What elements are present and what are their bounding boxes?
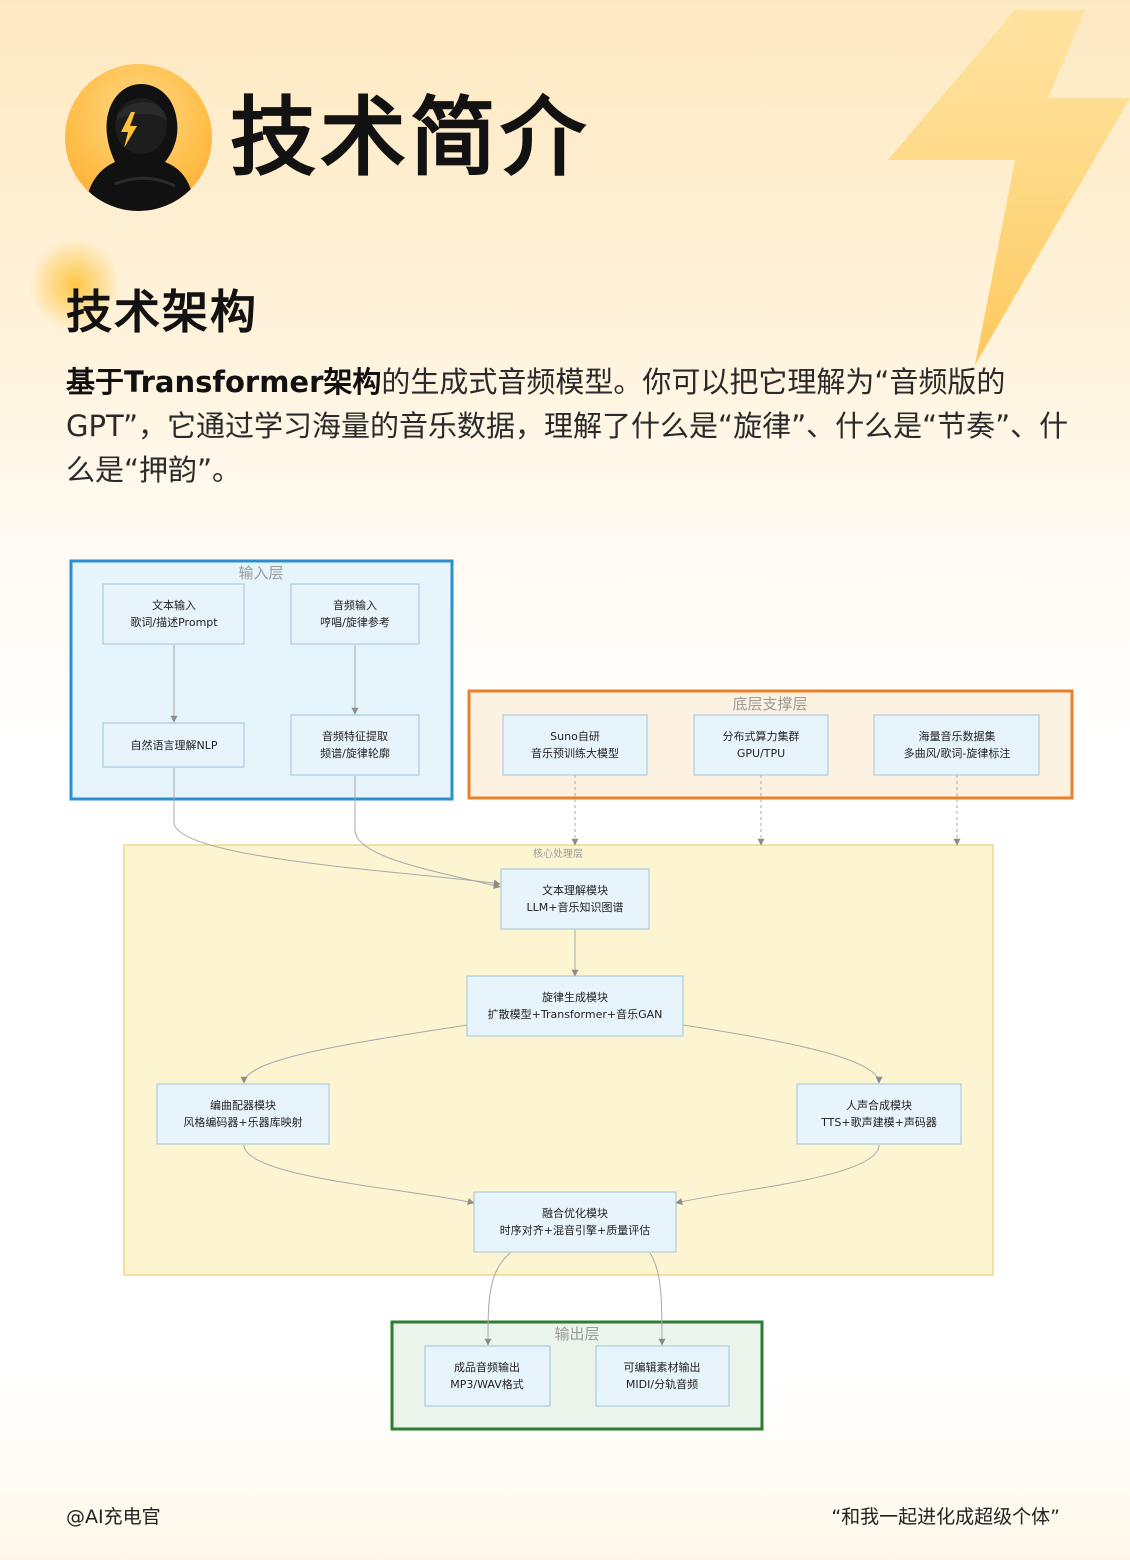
node-suno-model: Suno自研 音乐预训练大模型 [502,714,648,776]
svg-text:旋律生成模块: 旋律生成模块 [542,990,608,1004]
node-arrange-module: 编曲配器模块 风格编码器+乐器库映射 [156,1083,330,1145]
input-layer-label: 输入层 [238,564,283,582]
lightning-bolt-background-icon [888,10,1130,365]
core-layer-label: 核心处理层 [533,847,583,860]
node-material-output: 可编辑素材输出 MIDI/分轨音频 [595,1345,730,1407]
edge-fusion-to-material-output [649,1252,666,1346]
node-audio-feature: 音频特征提取 频谱/旋律轮廓 [290,714,420,776]
edge-melody-to-vocal [682,1024,883,1084]
svg-text:多曲风/歌词-旋律标注: 多曲风/歌词-旋律标注 [904,746,1011,760]
svg-text:时序对齐+混音引擎+质量评估: 时序对齐+混音引擎+质量评估 [500,1223,650,1237]
node-melody-module: 旋律生成模块 扩散模型+Transformer+音乐GAN [466,975,684,1037]
hooded-figure-icon [85,84,195,211]
svg-text:音乐预训练大模型: 音乐预训练大模型 [531,746,619,760]
svg-text:频谱/旋律轮廓: 频谱/旋律轮廓 [320,746,390,760]
section-title: 技术架构 [66,285,258,339]
svg-text:Suno自研: Suno自研 [550,730,600,743]
node-nlp: 自然语言理解NLP [102,722,245,768]
intro-paragraph: 基于Transformer架构的生成式音频模型。你可以把它理解为“音频版的GPT… [66,360,1076,492]
glow-dot-decoration [30,240,120,330]
svg-text:MP3/WAV格式: MP3/WAV格式 [450,1377,523,1391]
svg-text:融合优化模块: 融合优化模块 [542,1206,608,1220]
node-text-input: 文本输入 歌词/描述Prompt [102,583,245,645]
node-compute-cluster: 分布式算力集群 GPU/TPU [693,714,829,776]
svg-text:人声合成模块: 人声合成模块 [846,1098,912,1112]
edge-feature-to-text-module [354,776,501,889]
node-text-module: 文本理解模块 LLM+音乐知识图谱 [500,868,650,930]
footer-author: @AI充电官 [66,1506,161,1528]
avatar [65,64,212,211]
node-fusion-module: 融合优化模块 时序对齐+混音引擎+质量评估 [473,1191,677,1253]
svg-text:音频特征提取: 音频特征提取 [322,729,388,743]
svg-text:编曲配器模块: 编曲配器模块 [210,1098,276,1112]
svg-text:LLM+音乐知识图谱: LLM+音乐知识图谱 [527,900,624,914]
svg-text:音频输入: 音频输入 [333,598,377,612]
svg-text:风格编码器+乐器库映射: 风格编码器+乐器库映射 [183,1115,302,1129]
svg-text:成品音频输出: 成品音频输出 [454,1360,520,1374]
support-layer-label: 底层支撑层 [732,695,807,713]
node-music-dataset: 海量音乐数据集 多曲风/歌词-旋律标注 [873,714,1040,776]
architecture-diagram: 输入层 底层支撑层 核心处理层 输出层 文本输入 歌词/描述Prompt [69,559,1074,1431]
svg-text:自然语言理解NLP: 自然语言理解NLP [131,738,218,752]
svg-text:MIDI/分轨音频: MIDI/分轨音频 [626,1377,698,1391]
svg-text:GPU/TPU: GPU/TPU [737,747,785,760]
diagram-edges [170,645,961,1346]
edge-nlp-to-text-module [173,768,501,887]
output-layer-label: 输出层 [554,1325,599,1343]
edge-vocal-to-fusion [675,1144,880,1205]
node-audio-input: 音频输入 哼唱/旋律参考 [290,583,420,645]
svg-text:文本理解模块: 文本理解模块 [542,883,608,897]
edge-fusion-to-audio-output [484,1252,511,1346]
svg-text:可编辑素材输出: 可编辑素材输出 [624,1360,701,1374]
svg-text:歌词/描述Prompt: 歌词/描述Prompt [130,615,218,629]
svg-text:文本输入: 文本输入 [152,598,196,612]
svg-text:哼唱/旋律参考: 哼唱/旋律参考 [320,615,390,629]
footer-slogan: “和我一起进化成超级个体” [831,1506,1060,1528]
svg-text:分布式算力集群: 分布式算力集群 [723,729,800,743]
edge-melody-to-arrange [240,1024,468,1084]
diagram-nodes: 文本输入 歌词/描述Prompt 音频输入 哼唱/旋律参考 自然语言理解NLP … [102,583,1040,1407]
svg-text:扩散模型+Transformer+音乐GAN: 扩散模型+Transformer+音乐GAN [488,1007,663,1021]
intro-bold-text: 基于Transformer架构 [66,365,382,399]
svg-text:海量音乐数据集: 海量音乐数据集 [919,729,996,743]
node-vocal-module: 人声合成模块 TTS+歌声建模+声码器 [796,1083,962,1145]
node-audio-output: 成品音频输出 MP3/WAV格式 [424,1345,551,1407]
intro-text: 的生成式音频模型。你可以把它理解为“音频版的GPT”，它通过学习海量的音乐数据，… [66,365,1069,487]
edge-arrange-to-fusion [243,1144,475,1205]
svg-text:TTS+歌声建模+声码器: TTS+歌声建模+声码器 [820,1115,937,1129]
page-title: 技术简介 [230,88,590,188]
